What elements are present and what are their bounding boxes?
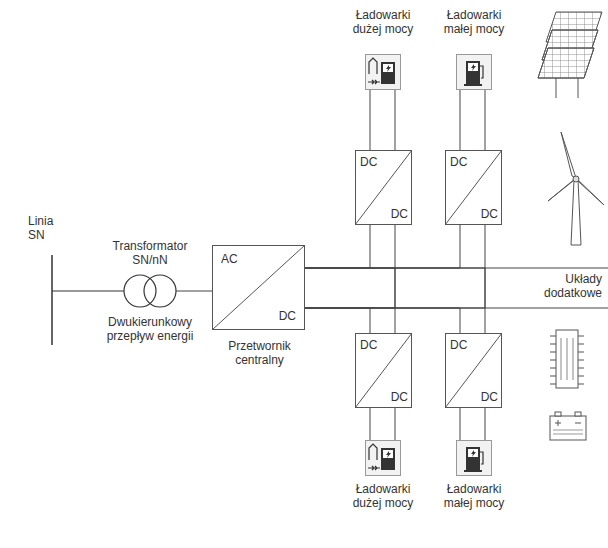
charger-label: Ładowarki dużej mocy (343, 482, 423, 510)
mv-line (51, 255, 53, 345)
power-connection (176, 291, 212, 292)
charger-icon (456, 440, 492, 476)
dc-dc-converter: DC DC (355, 333, 412, 408)
port-type: DC (450, 155, 467, 169)
charger-label: Ładowarki małej mocy (434, 482, 514, 510)
bus-label: Układy dodatkowe (532, 272, 602, 300)
dc-dc-converter: DC DC (445, 333, 502, 408)
flow-note: Dwukierunkowy przepływ energii (95, 315, 205, 343)
power-connection (370, 90, 395, 150)
charger-icon-holder (338, 440, 428, 476)
power-connection (305, 225, 395, 308)
port-type: DC (450, 338, 467, 352)
charger-icon-holder (429, 54, 519, 90)
charger-label: Ładowarki dużej mocy (343, 8, 423, 36)
dc-dc-converter: DC DC (445, 150, 502, 225)
power-connection (305, 268, 395, 333)
power-connection (460, 90, 485, 150)
charger: Ładowarki małej mocy (429, 440, 519, 510)
central-converter: ACDCPrzetwornik centralny (212, 245, 305, 330)
charger-icon (456, 54, 492, 90)
dc-dc-converter: DC DC (355, 150, 412, 225)
converter-heading: Przetwornik centralny (215, 339, 305, 367)
power-connection (460, 408, 485, 440)
port-type: DC (481, 207, 498, 221)
battery (550, 412, 586, 440)
solar-panels (538, 12, 602, 98)
charger-icon (365, 54, 401, 90)
charger-icon-holder (429, 440, 519, 476)
port-type: DC (360, 338, 377, 352)
line-label: Linia SN (28, 214, 68, 242)
charger: Ładowarki dużej mocy (338, 8, 428, 90)
storage-module (550, 330, 584, 388)
port-type: DC (391, 207, 408, 221)
port-type: DC (360, 155, 377, 169)
port-type: DC (279, 309, 296, 323)
transformer-label: Transformator SN/nN (105, 239, 195, 267)
power-connection (305, 268, 485, 333)
transformer: Transformator SN/nNDwukierunkowy przepły… (100, 271, 200, 311)
power-connection (370, 408, 395, 440)
charger: Ładowarki dużej mocy (338, 440, 428, 510)
charger: Ładowarki małej mocy (429, 8, 519, 90)
charger-label: Ładowarki małej mocy (434, 8, 514, 36)
port-type: AC (221, 252, 238, 266)
mv-feeder (52, 290, 124, 291)
port-type: DC (481, 390, 498, 404)
charger-icon-holder (338, 54, 428, 90)
wind-turbine (548, 132, 604, 245)
charger-icon (365, 440, 401, 476)
transformer-symbol (100, 271, 200, 311)
port-type: DC (391, 390, 408, 404)
